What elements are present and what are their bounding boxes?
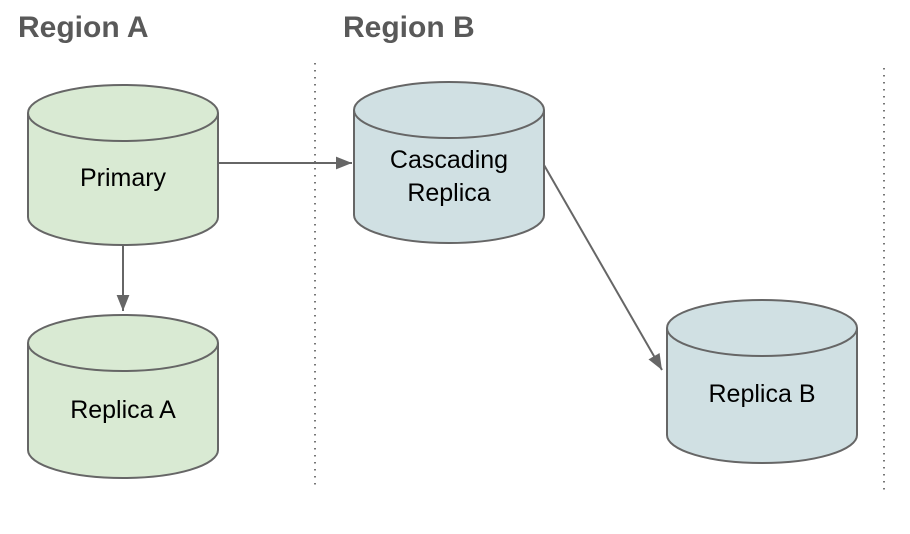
cylinder-top xyxy=(666,299,858,357)
replica-a-database-cylinder-icon xyxy=(27,314,219,479)
replica-b-database-cylinder-icon xyxy=(666,299,858,464)
region-b-label: Region B xyxy=(343,11,475,44)
cylinder-top xyxy=(353,81,545,139)
cascading-replica-database-cylinder-icon xyxy=(353,81,545,244)
replica-a-db-label: Replica A xyxy=(70,396,176,424)
primary-database-cylinder-icon xyxy=(27,84,219,246)
primary-db-label: Primary xyxy=(79,164,167,192)
cylinder-top xyxy=(27,84,219,142)
arrow-cascading-replica-to-replica-b xyxy=(543,164,663,371)
cylinder-top xyxy=(27,314,219,372)
replica-b-db-label: Replica B xyxy=(708,380,816,408)
region-a-label: Region A xyxy=(18,11,149,44)
cascading-replica-db-label: Cascading Replica xyxy=(389,146,509,207)
